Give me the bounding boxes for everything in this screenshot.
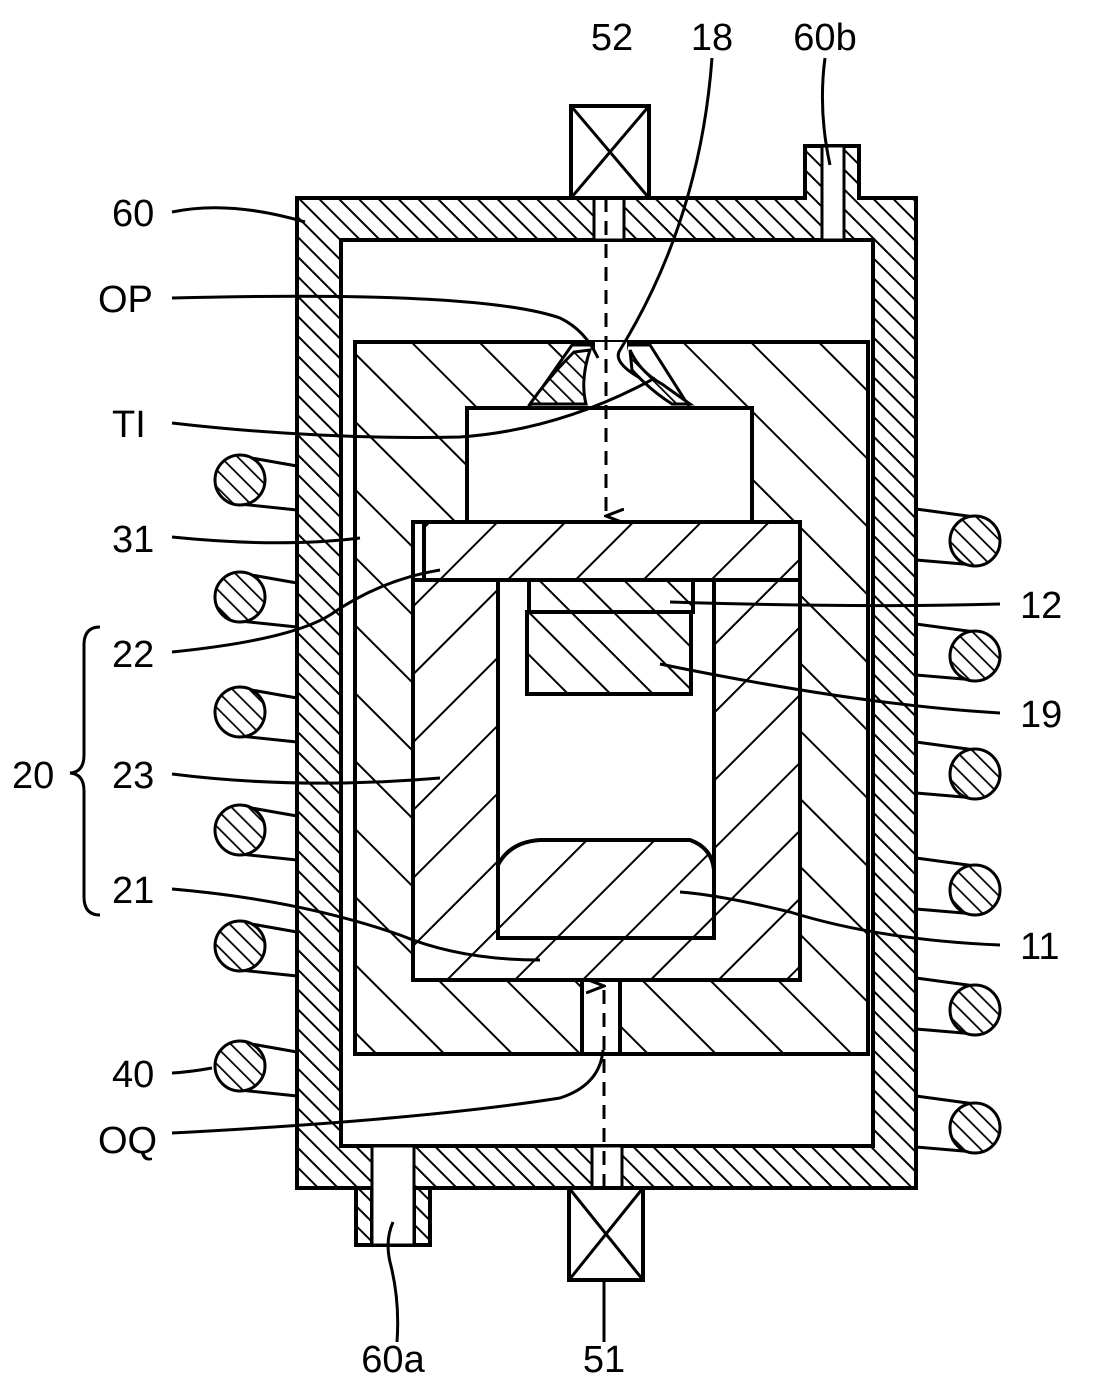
- crucible-lid-22: [422, 520, 802, 582]
- induction-coil: [213, 453, 1002, 1155]
- label-31: 31: [112, 519, 154, 561]
- seed-12: [527, 578, 695, 614]
- label-60a: 60a: [361, 1339, 425, 1381]
- crystal-19: [525, 610, 693, 696]
- label-22: 22: [112, 634, 154, 676]
- labels: 52 18 60b 60 OP TI 31 22 20 23 21 40 OQ …: [12, 17, 1062, 1381]
- bracket-20: [69, 625, 101, 917]
- label-19: 19: [1020, 694, 1062, 736]
- upper-space: [465, 406, 754, 524]
- label-60b: 60b: [793, 17, 856, 59]
- leader-lines: [171, 57, 1001, 1343]
- label-OP: OP: [98, 279, 153, 321]
- source-11: [496, 838, 716, 940]
- label-11: 11: [1020, 926, 1059, 968]
- sensor-51: [567, 1186, 645, 1282]
- label-51: 51: [583, 1339, 625, 1381]
- label-12: 12: [1020, 585, 1062, 627]
- label-21: 21: [112, 870, 154, 912]
- label-20: 20: [12, 755, 54, 797]
- label-40: 40: [112, 1054, 154, 1096]
- label-OQ: OQ: [98, 1120, 157, 1162]
- sensor-52: [569, 104, 651, 200]
- port-60a: [354, 1144, 432, 1247]
- shield-18: [527, 348, 695, 406]
- label-TI: TI: [112, 404, 146, 446]
- label-18: 18: [691, 17, 733, 59]
- label-23: 23: [112, 755, 154, 797]
- label-52: 52: [591, 17, 633, 59]
- label-60: 60: [112, 193, 154, 235]
